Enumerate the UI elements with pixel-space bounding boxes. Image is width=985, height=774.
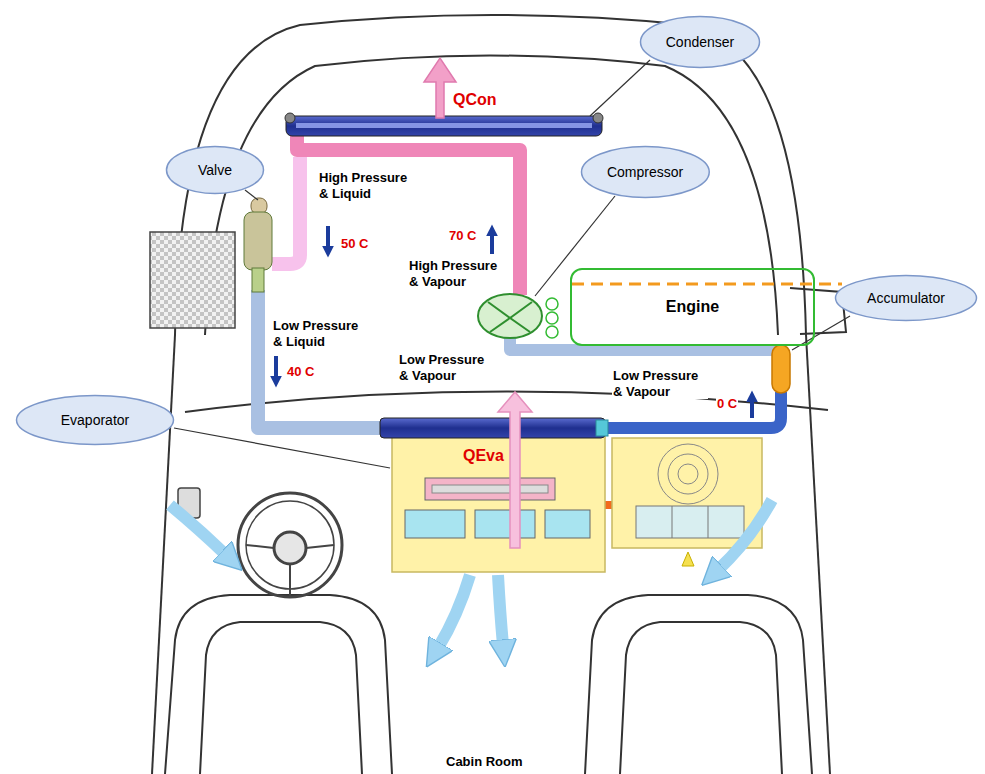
side-window <box>150 232 235 328</box>
evaporator <box>545 510 590 538</box>
steering-wheel <box>238 493 342 597</box>
engine-dashes <box>572 283 842 286</box>
blower-housing <box>672 506 708 538</box>
drive-belt <box>546 298 558 338</box>
temperature-arrows <box>326 226 330 248</box>
temperature-label: 0 C <box>716 396 738 412</box>
condenser <box>285 113 295 123</box>
condenser <box>593 113 603 123</box>
leader-lines <box>174 60 850 468</box>
node-text: Condenser <box>666 34 735 50</box>
heat-flow-label: QCon <box>452 90 498 109</box>
callout-ellipse <box>581 147 709 198</box>
state-label: High Pressure & Vapour <box>408 258 504 289</box>
airflow-arrows <box>438 575 470 648</box>
engine-box: Engine <box>570 268 815 346</box>
node-text: Accumulator <box>867 290 945 306</box>
expansion-valve <box>244 212 272 270</box>
blower-housing <box>636 506 744 538</box>
steering-wheel <box>274 532 306 564</box>
refrigerant-pipes <box>258 290 386 428</box>
drive-belt <box>546 298 558 310</box>
node-text: Engine <box>666 298 719 316</box>
leader-lines <box>590 60 650 116</box>
accumulator <box>772 345 790 393</box>
compressor <box>488 302 532 332</box>
condenser <box>296 123 592 128</box>
evaporator <box>425 478 555 500</box>
drive-belt <box>546 312 558 324</box>
temperature-arrows <box>750 400 754 418</box>
car-body <box>205 56 778 336</box>
evaporator <box>475 510 535 538</box>
state-label: Low Pressure & Vapour <box>398 352 494 383</box>
blower-housing <box>682 552 694 566</box>
temperature-arrows <box>274 356 278 378</box>
expansion-valve <box>252 268 264 292</box>
leader-lines <box>174 428 390 468</box>
leader-lines <box>535 196 615 296</box>
seats <box>585 595 812 774</box>
callout-ellipse <box>641 17 760 68</box>
temperature-label: 50 C <box>340 236 369 252</box>
seats <box>200 622 362 774</box>
airflow-arrows <box>170 505 226 555</box>
expansion-valve <box>244 198 272 292</box>
state-label: Low Pressure & Liquid <box>272 318 368 349</box>
node-text: Compressor <box>607 164 683 180</box>
seats <box>165 595 392 774</box>
car-body <box>806 335 830 774</box>
airflow-arrows <box>498 575 503 645</box>
seats <box>165 595 812 774</box>
temperature-arrows <box>490 234 494 254</box>
evaporator <box>596 420 608 436</box>
region-label: Cabin Room <box>445 754 524 770</box>
car-body <box>175 15 806 335</box>
node-text: Valve <box>198 162 232 178</box>
callout-bubble: Condenser <box>639 15 761 69</box>
callout-bubble: Accumulator <box>834 274 978 322</box>
heat-flow-label: QEva <box>462 446 505 465</box>
heat-in-arrow <box>498 392 532 548</box>
evaporator <box>405 510 465 538</box>
temperature-label: 40 C <box>286 364 315 380</box>
steering-wheel <box>238 493 342 597</box>
blower-housing <box>658 444 718 504</box>
airflow-arrows <box>718 500 772 570</box>
evaporator <box>380 418 608 572</box>
callout-bubble: Compressor <box>580 145 711 199</box>
leader-lines <box>245 190 258 200</box>
refrigerant-pipes <box>272 157 300 264</box>
callout-bubble: Evaporator <box>15 394 175 446</box>
airflow-arrows <box>170 500 772 648</box>
seats <box>620 622 782 774</box>
state-label: High Pressure & Liquid <box>318 170 414 201</box>
blower-housing <box>612 438 762 548</box>
blower-housing <box>678 464 698 484</box>
temperature-label: 70 C <box>448 228 477 244</box>
blower-housing <box>668 454 708 494</box>
drive-belt <box>546 326 558 338</box>
compressor <box>478 294 542 338</box>
callout-bubble: Valve <box>165 145 265 195</box>
callout-ellipse <box>17 396 174 445</box>
steering-wheel <box>246 545 334 596</box>
refrigerant-pipes <box>297 128 520 295</box>
condenser <box>286 116 602 136</box>
callout-ellipse <box>167 147 264 194</box>
evaporator <box>392 432 605 572</box>
compressor <box>478 294 542 338</box>
node-text: Evaporator <box>61 412 129 428</box>
callout-ellipse <box>836 276 977 321</box>
evaporator <box>380 418 605 438</box>
evaporator <box>432 485 548 493</box>
state-label: Low Pressure & Vapour <box>612 368 708 399</box>
car-body <box>152 15 846 774</box>
